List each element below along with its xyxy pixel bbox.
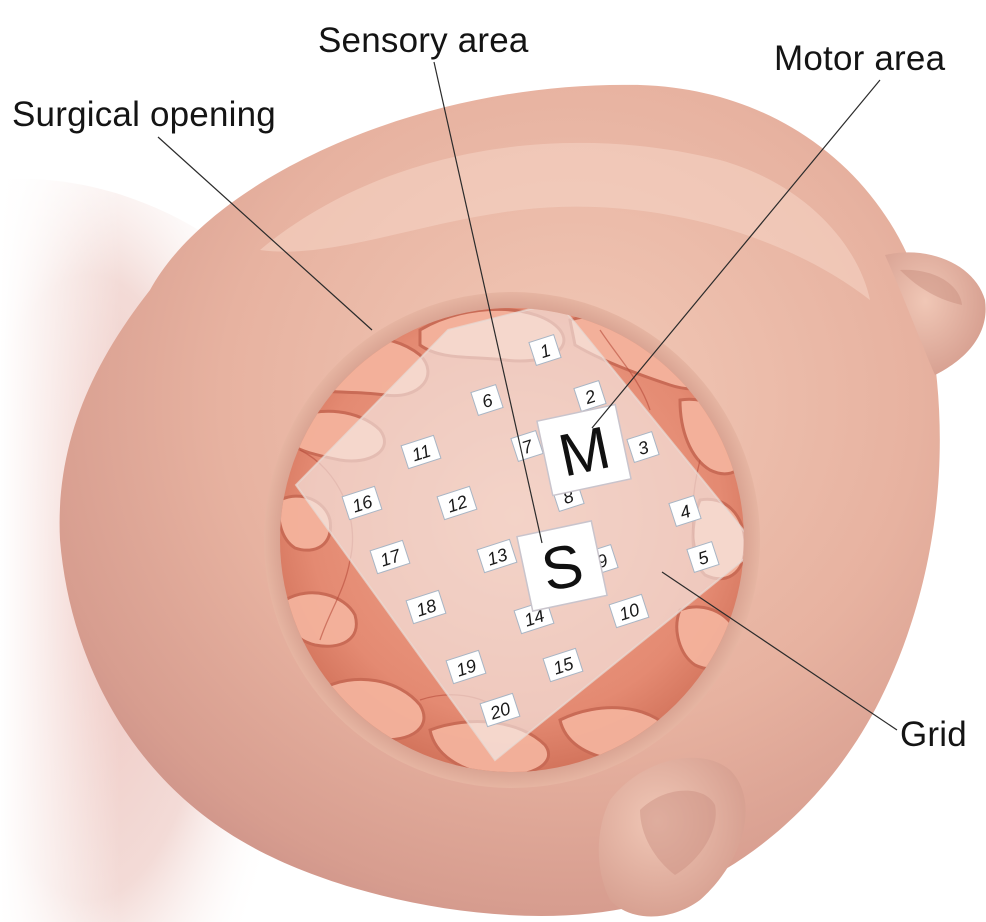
leader-line-grid <box>661 571 898 731</box>
electrode-pad-5: 5 <box>686 540 720 574</box>
electrode-pad-19: 19 <box>445 649 487 685</box>
electrode-pad-13: 13 <box>476 538 518 574</box>
sensory-area-label: Sensory area <box>318 21 529 60</box>
motor-area-marker: M <box>536 403 632 497</box>
motor-area-label: Motor area <box>774 39 946 78</box>
electrode-label-11: 11 <box>409 441 433 466</box>
leader-lines <box>157 61 898 731</box>
electrode-pad-18: 18 <box>405 589 447 625</box>
grid-label: Grid <box>900 715 967 754</box>
electrode-pad-16: 16 <box>341 485 383 521</box>
leader-line-surgical <box>157 136 373 331</box>
ear-bottom <box>598 757 746 917</box>
ear-top <box>885 252 986 375</box>
electrode-pad-20: 20 <box>479 692 521 728</box>
grid-electrode-pads: 1 2 3 4 5 6 7 <box>341 333 720 728</box>
electrode-pad-3: 3 <box>626 430 660 464</box>
electrode-pad-15: 15 <box>542 647 584 683</box>
surgical-opening-label: Surgical opening <box>12 95 276 134</box>
leader-line-sensory <box>433 61 543 544</box>
electrode-pad-17: 17 <box>369 539 411 575</box>
sensory-area-marker: S <box>516 520 608 612</box>
electrode-grid-sheet <box>296 308 744 760</box>
electrode-pad-6: 6 <box>470 383 504 417</box>
electrode-pad-10: 10 <box>608 593 650 629</box>
electrode-pad-11: 11 <box>400 434 442 470</box>
electrode-pad-12: 12 <box>436 485 478 521</box>
leader-line-motor <box>591 79 881 429</box>
electrode-pad-1: 1 <box>528 333 562 367</box>
electrode-pad-2: 2 <box>573 379 607 413</box>
electrode-pad-4: 4 <box>668 494 702 528</box>
